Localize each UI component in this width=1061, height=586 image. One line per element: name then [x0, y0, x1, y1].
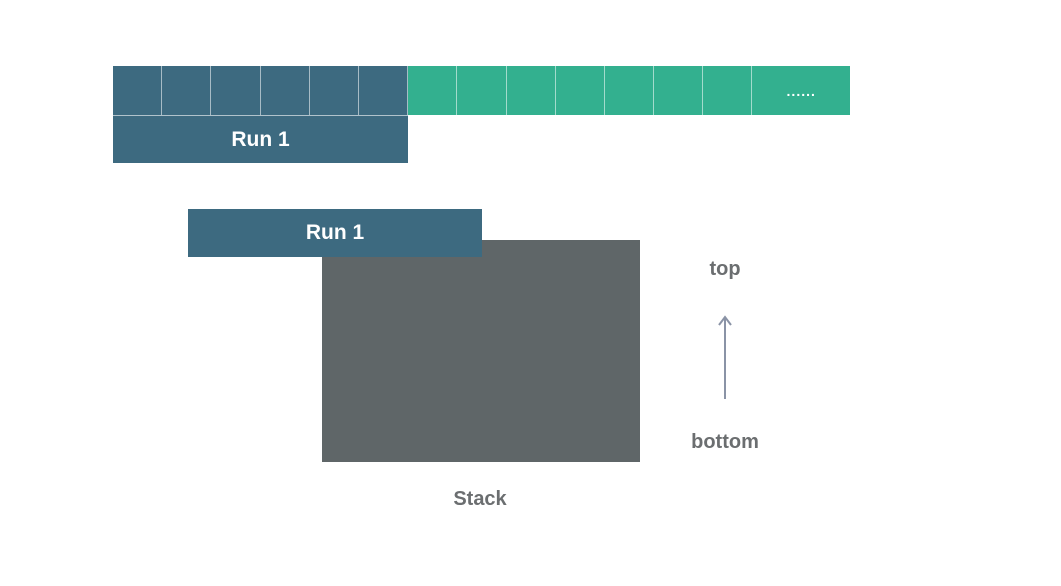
array-row: ...... [113, 66, 850, 115]
array-cell-ellipsis: ...... [752, 66, 850, 115]
array-cell-pending [703, 66, 753, 115]
array-cell-run [358, 66, 409, 115]
array-cell-pending [654, 66, 704, 115]
arrow-up-icon [718, 315, 732, 399]
run-label: Run 1 [305, 221, 365, 244]
array-cell-pending [555, 66, 605, 115]
array-cell-run [309, 66, 359, 115]
array-cell-run [113, 66, 163, 115]
ellipsis-text: ...... [786, 82, 816, 99]
stack-box [322, 240, 640, 462]
array-cell-pending [408, 66, 458, 115]
array-cell-run [260, 66, 310, 115]
stack-label: Stack [453, 488, 507, 510]
array-cell-pending [506, 66, 556, 115]
array-cell-run [211, 66, 261, 115]
run-label: Run 1 [231, 127, 290, 151]
array-cell-pending [457, 66, 507, 115]
bottom-label: bottom [691, 431, 759, 453]
array-cell-run [162, 66, 212, 115]
run-block-top: Run 1 [113, 115, 408, 163]
run-block-stack: Run 1 [188, 209, 482, 257]
top-label: top [709, 258, 741, 280]
array-cell-pending [604, 66, 655, 115]
